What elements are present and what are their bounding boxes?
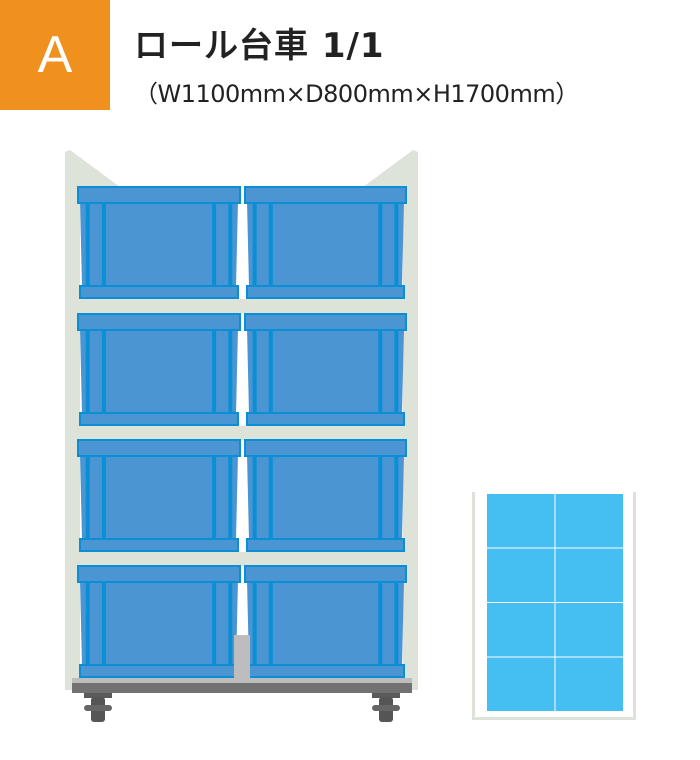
caster-mount bbox=[372, 693, 400, 698]
crate-rib bbox=[378, 328, 383, 414]
crate-rim bbox=[244, 186, 407, 204]
crate-rib bbox=[212, 201, 217, 287]
cart-base bbox=[72, 683, 412, 693]
crate bbox=[244, 313, 407, 426]
caster-mount bbox=[84, 693, 112, 698]
plan-crate-cell bbox=[555, 603, 623, 657]
crate-body bbox=[80, 201, 238, 287]
crate-rim bbox=[77, 313, 241, 331]
floor-plan-view bbox=[472, 492, 636, 720]
crate-rim bbox=[77, 186, 241, 204]
crate-rib bbox=[212, 328, 217, 414]
crate-base bbox=[246, 664, 405, 678]
crate-rib bbox=[394, 454, 399, 540]
crate-rib bbox=[252, 328, 257, 414]
crate bbox=[244, 439, 407, 552]
wheel-hub bbox=[84, 705, 112, 711]
crate-rim bbox=[77, 439, 241, 457]
crate-base bbox=[79, 538, 239, 552]
plan-crate-cell bbox=[555, 657, 623, 711]
crate-base bbox=[246, 538, 405, 552]
left-frame-post bbox=[65, 150, 120, 690]
crate-rib bbox=[252, 580, 257, 666]
crate-rib bbox=[268, 454, 273, 540]
crate-body bbox=[80, 328, 238, 414]
crate-body bbox=[80, 580, 238, 666]
crate-rib bbox=[378, 580, 383, 666]
crate bbox=[77, 565, 241, 678]
crate bbox=[244, 186, 407, 299]
center-post bbox=[234, 635, 250, 680]
crate-rib bbox=[394, 580, 399, 666]
crate-rib bbox=[228, 201, 233, 287]
crate-body bbox=[80, 454, 238, 540]
plan-crate-cell bbox=[555, 548, 623, 602]
crate-base bbox=[246, 412, 405, 426]
crate-rib bbox=[268, 328, 273, 414]
crate bbox=[77, 439, 241, 552]
crate bbox=[244, 565, 407, 678]
crate bbox=[77, 186, 241, 299]
crate-rib bbox=[228, 328, 233, 414]
shelf bbox=[80, 552, 403, 566]
crate-rim bbox=[244, 439, 407, 457]
crate-rib bbox=[85, 201, 90, 287]
crate-rib bbox=[101, 201, 106, 287]
crate-rib bbox=[378, 454, 383, 540]
crate-rib bbox=[394, 328, 399, 414]
crate-rib bbox=[268, 201, 273, 287]
crate-rib bbox=[85, 328, 90, 414]
crate-rib bbox=[228, 580, 233, 666]
crate-rib bbox=[101, 454, 106, 540]
crate-rib bbox=[252, 201, 257, 287]
crate-body bbox=[247, 201, 404, 287]
page-title: ロール台車 1/1 bbox=[134, 26, 385, 66]
crate-body bbox=[247, 580, 404, 666]
crate-rib bbox=[101, 580, 106, 666]
crate-rib bbox=[101, 328, 106, 414]
crate-rim bbox=[244, 565, 407, 583]
base-top bbox=[72, 678, 412, 683]
plan-crate-cell bbox=[487, 548, 555, 602]
crate-rim bbox=[244, 313, 407, 331]
crate-rib bbox=[85, 580, 90, 666]
crate-base bbox=[79, 664, 239, 678]
crate bbox=[77, 313, 241, 426]
crate-rib bbox=[252, 454, 257, 540]
wheel-hub bbox=[372, 705, 400, 711]
crate-base bbox=[79, 285, 239, 299]
crate-rib bbox=[394, 201, 399, 287]
crate-rim bbox=[77, 565, 241, 583]
crate-base bbox=[79, 412, 239, 426]
crate-rib bbox=[378, 201, 383, 287]
crate-rib bbox=[212, 580, 217, 666]
shelf bbox=[80, 299, 403, 313]
crate-rib bbox=[268, 580, 273, 666]
crate-base bbox=[246, 285, 405, 299]
plan-crate-cell bbox=[555, 494, 623, 548]
dimensions-label: （W1100mm×D800mm×H1700mm） bbox=[134, 80, 579, 108]
crate-body bbox=[247, 328, 404, 414]
plan-crate-cell bbox=[487, 657, 555, 711]
plan-crate-cell bbox=[487, 494, 555, 548]
section-badge: A bbox=[0, 0, 110, 110]
shelf bbox=[80, 426, 403, 440]
plan-crate-cell bbox=[487, 603, 555, 657]
crate-rib bbox=[228, 454, 233, 540]
crate-rib bbox=[212, 454, 217, 540]
crate-body bbox=[247, 454, 404, 540]
crate-rib bbox=[85, 454, 90, 540]
